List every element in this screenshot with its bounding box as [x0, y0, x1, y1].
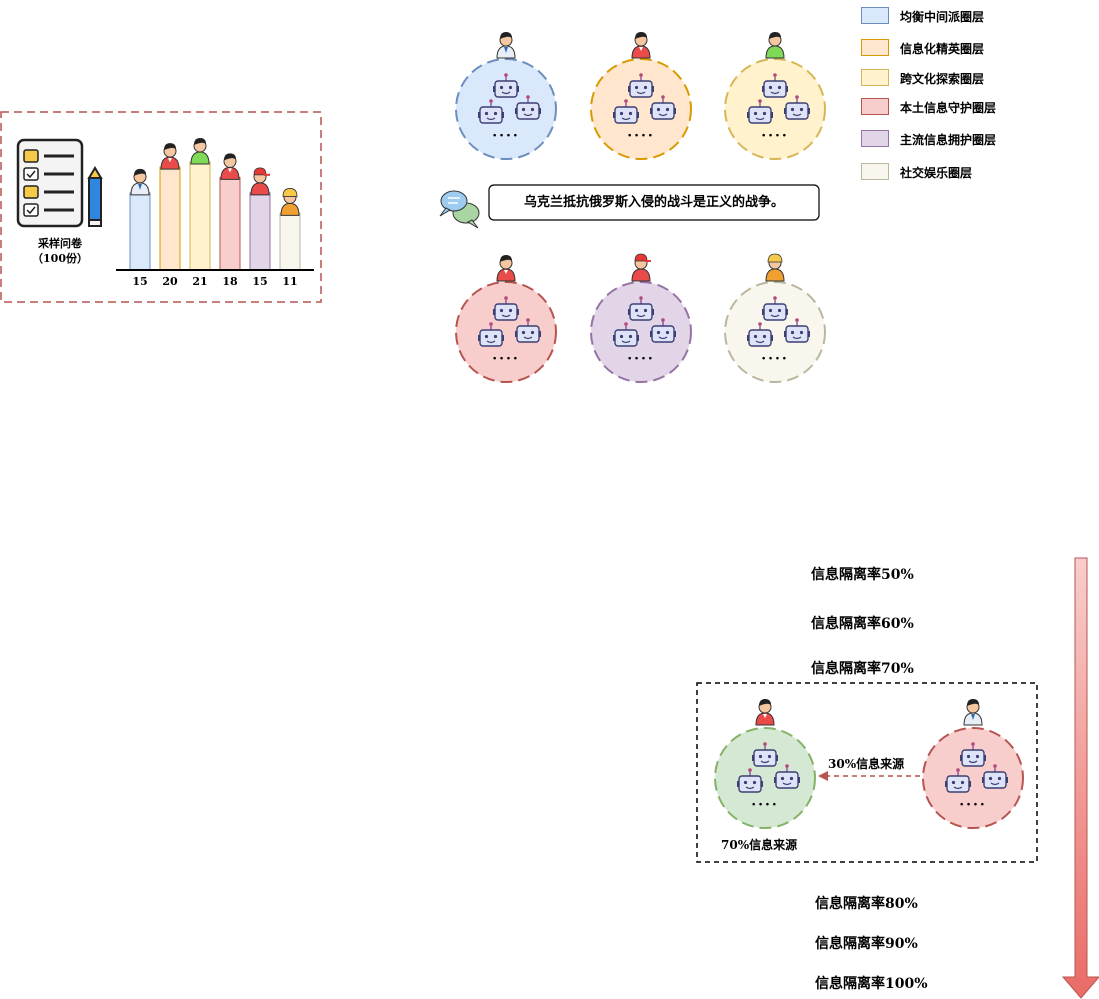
survey-label-line1: 采样问卷: [38, 237, 82, 250]
circle-balanced: [455, 58, 557, 160]
bar-person-icon: [160, 142, 180, 170]
bar-person-icon: [220, 152, 240, 180]
bar-value-label: 11: [282, 275, 298, 288]
bar-person-icon: [250, 167, 271, 196]
bar-value-label: 15: [132, 275, 148, 288]
rate-60: 信息隔离率60%: [811, 616, 914, 632]
dots-text: ····: [751, 797, 779, 813]
isolation-panel: [696, 682, 1038, 863]
rate-80: 信息隔离率80%: [815, 896, 918, 912]
rate-50: 信息隔离率50%: [811, 567, 914, 583]
circle-red: [922, 727, 1024, 829]
survey-box: [0, 111, 322, 303]
legend-label: 均衡中间派圈层: [900, 10, 985, 24]
bar-5: [279, 212, 301, 271]
isolation-arrow: [1061, 557, 1099, 999]
source-70-label: 70%信息来源: [721, 838, 798, 852]
person-blue-icon: [963, 698, 983, 726]
person-green-icon: [765, 31, 785, 59]
bar-value-label: 15: [252, 275, 268, 288]
dots-text: ····: [492, 128, 520, 144]
person-red-icon: [496, 254, 516, 282]
dots-text: ····: [761, 128, 789, 144]
source-30-label: 30%信息来源: [828, 757, 905, 771]
legend-label: 跨文化探索圈层: [900, 72, 985, 86]
bar-2: [189, 161, 211, 271]
legend-swatch: [861, 39, 889, 56]
legend-swatch: [861, 163, 889, 180]
rate-70: 信息隔离率70%: [811, 661, 914, 677]
bar-value-label: 18: [222, 275, 238, 288]
bar-1: [159, 166, 181, 271]
bar-0: [129, 192, 151, 271]
legend-label: 主流信息拥护圈层: [900, 133, 997, 147]
bar-4: [249, 192, 271, 271]
legend-swatch: [861, 69, 889, 86]
dots-text: ····: [492, 351, 520, 367]
circle-crosscultural: [724, 58, 826, 160]
legend-swatch: [861, 98, 889, 115]
dots-text: ····: [627, 351, 655, 367]
dots-text: ····: [627, 128, 655, 144]
person-blue-icon: [496, 31, 516, 59]
message-box: [488, 184, 820, 221]
legend-swatch: [861, 7, 889, 24]
bar-person-icon: [190, 137, 210, 165]
bar-person-icon: [280, 187, 300, 216]
bar-chart: [129, 137, 301, 271]
source-arrow-head: [818, 771, 828, 781]
dots-text: ····: [761, 351, 789, 367]
circle-local: [455, 281, 557, 383]
circle-mainstream: [590, 281, 692, 383]
bar-3: [219, 176, 241, 271]
clipboard-icon: [16, 138, 84, 228]
bar-value-label: 21: [192, 275, 208, 288]
survey-label-line2: （100份）: [32, 252, 88, 265]
circle-green: [714, 727, 816, 829]
rate-90: 信息隔离率90%: [815, 936, 918, 952]
bar-person-icon: [130, 168, 150, 196]
dots-text: ····: [959, 797, 987, 813]
legend-label: 信息化精英圈层: [900, 42, 985, 56]
circle-social: [724, 281, 826, 383]
legend-swatch: [861, 130, 889, 147]
message-text: 乌克兰抵抗俄罗斯入侵的战斗是正义的战争。: [523, 195, 784, 210]
person-worker-icon: [765, 253, 785, 282]
legend-label: 社交娱乐圈层: [900, 166, 973, 180]
person-cap-icon: [631, 253, 652, 282]
bar-value-label: 20: [162, 275, 178, 288]
person-red-icon: [631, 31, 651, 59]
circle-elite: [590, 58, 692, 160]
survey-label: 采样问卷 （100份）: [20, 236, 100, 266]
pencil-icon: [87, 166, 103, 227]
chat-bubbles-icon: [439, 190, 480, 229]
rate-100: 信息隔离率100%: [815, 976, 928, 992]
person-red-icon: [755, 698, 775, 726]
legend-label: 本土信息守护圈层: [900, 101, 997, 115]
